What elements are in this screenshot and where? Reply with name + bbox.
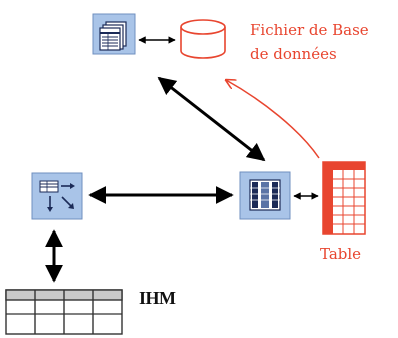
table-label: Table bbox=[320, 245, 362, 263]
dataset-datasource-link bbox=[157, 76, 266, 162]
ihm-label: IHM bbox=[139, 288, 176, 308]
database-file-label: Fichier de Base de données bbox=[250, 18, 369, 66]
table-grid-icon bbox=[322, 161, 366, 235]
database-cylinder-icon bbox=[180, 19, 226, 59]
query-icon bbox=[31, 172, 83, 220]
database-file-label-line-2: de données bbox=[250, 45, 337, 63]
table-database-link bbox=[226, 80, 320, 159]
ui-grid-icon bbox=[5, 289, 123, 335]
datasource-icon bbox=[239, 171, 291, 220]
dataset-icon bbox=[92, 13, 136, 55]
database-file-label-line-1: Fichier de Base bbox=[250, 21, 369, 39]
